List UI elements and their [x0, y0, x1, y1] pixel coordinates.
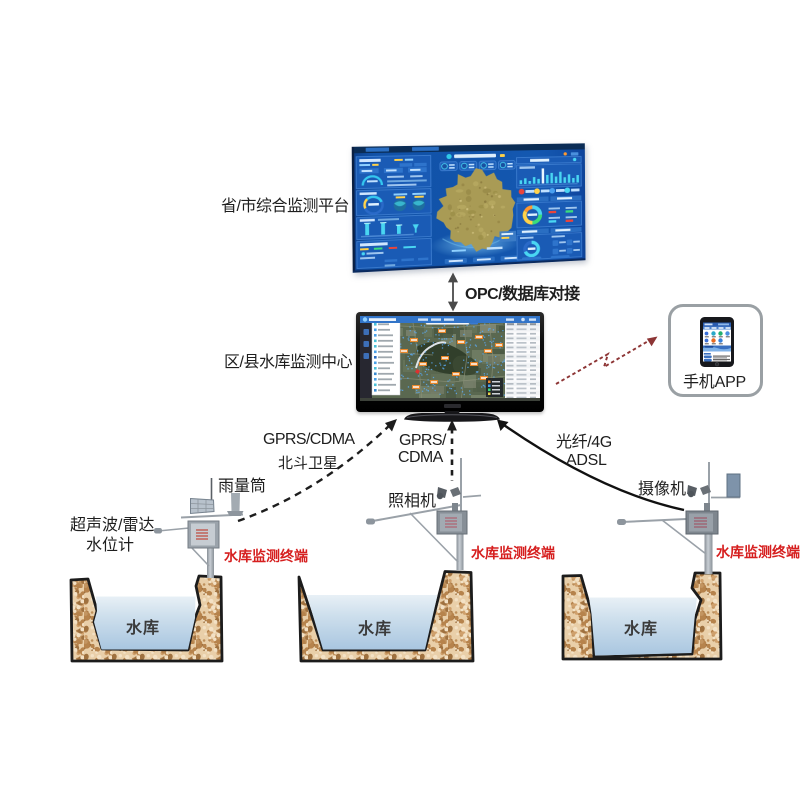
- svg-text:水库: 水库: [624, 619, 658, 638]
- svg-text:水库: 水库: [126, 618, 160, 637]
- svg-text:水库: 水库: [358, 619, 392, 638]
